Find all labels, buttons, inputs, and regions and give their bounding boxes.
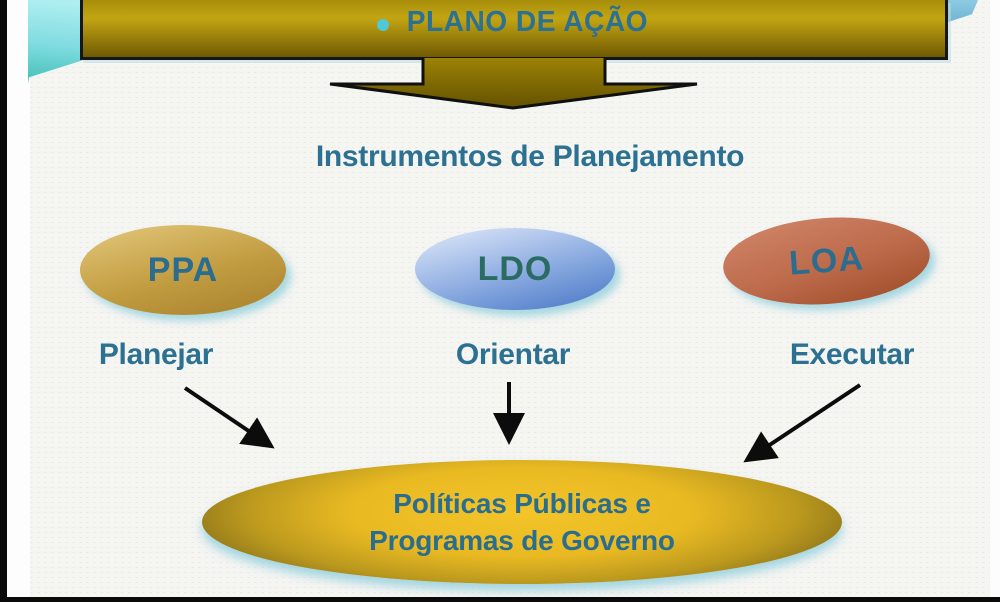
arrow-executar	[743, 383, 862, 463]
arrow-planejar	[183, 386, 275, 449]
decorative-teal-corner	[28, 0, 82, 84]
ldo-ellipse: LDO	[415, 228, 615, 310]
politicas-publicas-ellipse: Políticas Públicas e Programas de Govern…	[202, 460, 842, 584]
big-down-arrow	[329, 58, 698, 110]
plano-de-acao-banner: PLANO DE AÇÃO	[80, 0, 948, 60]
left-black-edge	[0, 0, 7, 602]
ppa-label: PPA	[147, 250, 219, 289]
loa-label: LOA	[787, 238, 866, 283]
loa-ellipse: LOA	[720, 210, 933, 312]
ldo-label: LDO	[477, 249, 553, 288]
decorative-blue-corner	[948, 0, 978, 22]
target-line2: Programas de Governo	[369, 525, 675, 556]
action-label-orientar: Orientar	[455, 338, 571, 371]
action-label-executar: Executar	[789, 338, 915, 371]
banner-title: PLANO DE AÇÃO	[406, 6, 648, 38]
ppa-ellipse: PPA	[80, 225, 286, 315]
section-heading: Instrumentos de Planejamento	[315, 140, 745, 173]
right-gutter	[990, 0, 1000, 597]
left-gutter	[7, 0, 30, 597]
action-label-planejar: Planejar	[98, 338, 214, 371]
target-line1: Políticas Públicas e	[393, 488, 651, 519]
bullet-icon	[376, 18, 389, 31]
bottom-black-edge	[0, 597, 1000, 602]
